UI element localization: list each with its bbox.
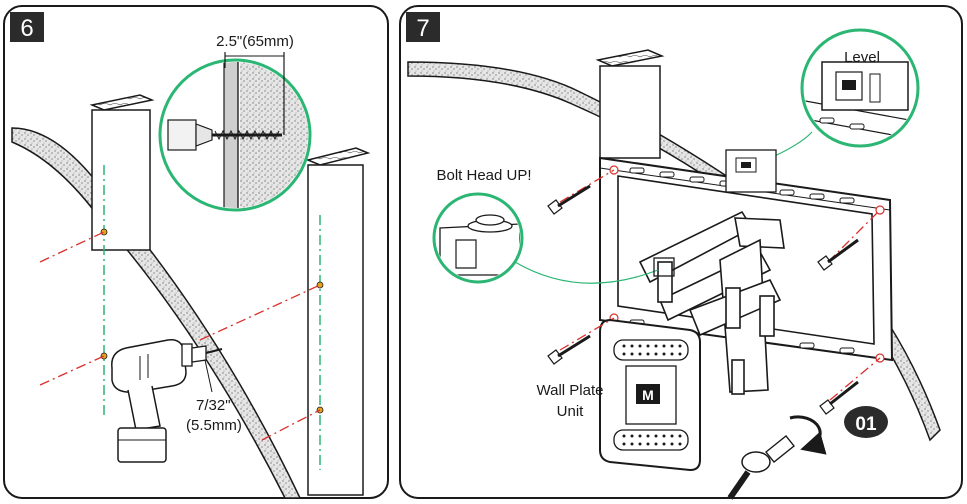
panel-step-7: 7 (399, 5, 963, 500)
pilot-hole (100, 228, 108, 236)
pilot-hole (316, 281, 324, 289)
drill-guide-line (39, 355, 105, 386)
step-badge: 7 (406, 12, 440, 42)
bolt-head-detail-callout: Bolt Head UP! (432, 167, 675, 284)
part-number-badge: 01 (844, 406, 888, 438)
brand-logo-text: M (642, 387, 654, 403)
panel-step-6: 6 (3, 5, 389, 499)
socket-wrench-icon (727, 435, 795, 500)
wood-stud-left (89, 94, 155, 251)
bolt-guide-line (827, 209, 881, 263)
part-number: 01 (855, 414, 877, 435)
level-detail-callout: Level (725, 28, 920, 193)
drywall-surface (407, 61, 941, 442)
bolt-guide-line (829, 357, 881, 401)
pilot-hole (100, 352, 108, 360)
leader-line (204, 359, 213, 393)
wood-stud (595, 49, 665, 159)
drill-bit-size-metric-label: (5.5mm) (186, 417, 242, 434)
drill-depth-label: 2.5"(65mm) (216, 33, 294, 50)
wall-plate-unit-label-line2: Unit (557, 403, 585, 420)
lag-bolt-icon (547, 184, 859, 415)
articulating-arm (638, 210, 785, 395)
step-number: 7 (416, 15, 429, 42)
depth-detail-callout: 2.5"(65mm) (158, 33, 312, 212)
brand-logo (636, 384, 660, 404)
bolt-head-marker (653, 257, 675, 277)
bolt-head-label: Bolt Head UP! (436, 167, 531, 184)
wall-plate-unit: M (599, 318, 701, 472)
step-number: 6 (20, 15, 33, 42)
power-drill-icon (111, 339, 223, 463)
step-badge: 6 (10, 12, 44, 42)
level-label: Level (844, 49, 880, 66)
drill-guide-line (39, 231, 105, 263)
wood-stud-right (305, 147, 371, 496)
drill-guide-line (261, 409, 321, 441)
rotate-clockwise-icon (789, 415, 827, 455)
drill-bit-size-label: 7/32" (196, 397, 231, 414)
drill-guide-line (199, 284, 321, 341)
wall-plate-unit-label: Wall Plate (537, 382, 604, 399)
